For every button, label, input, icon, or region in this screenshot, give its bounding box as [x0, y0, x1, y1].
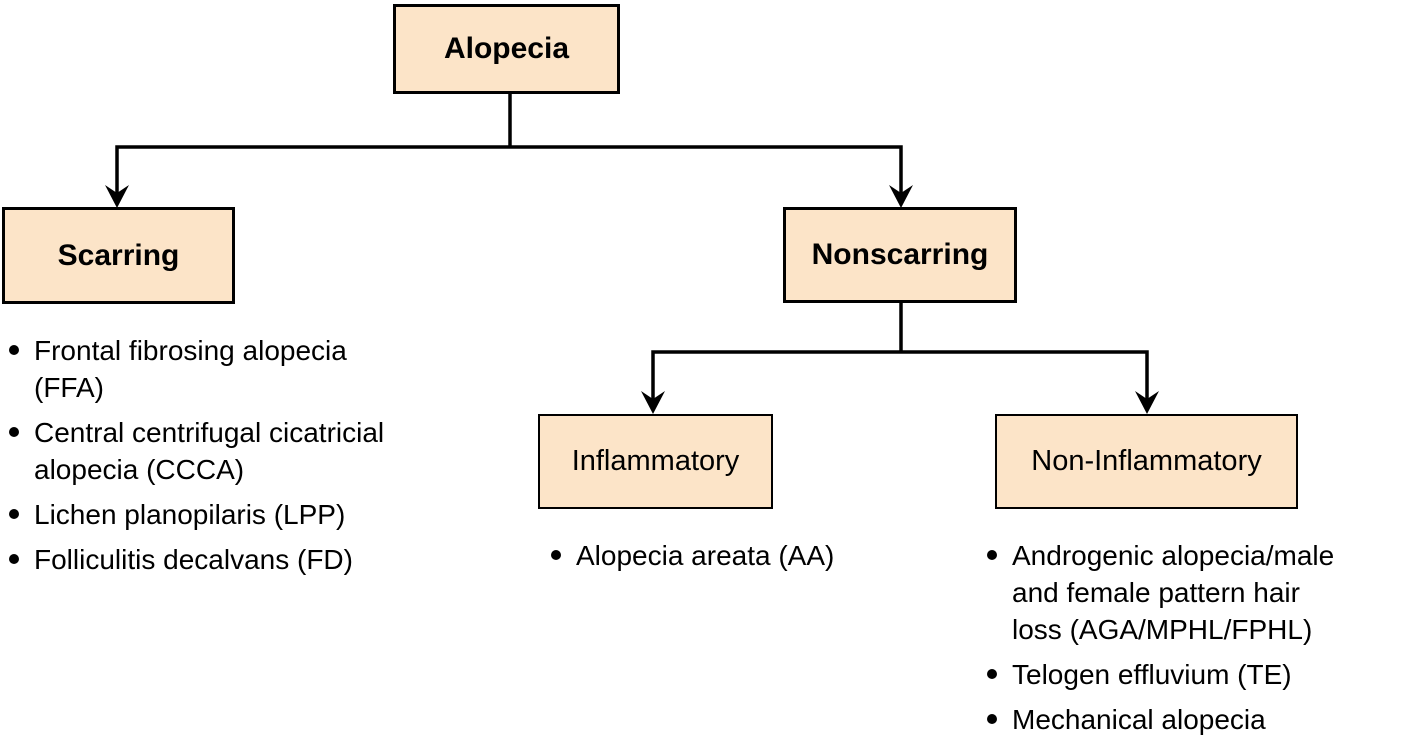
bullet-icon	[987, 669, 997, 679]
arrowhead-icon	[105, 185, 129, 208]
bullet-icon	[551, 550, 561, 560]
node-inflammatory: Inflammatory	[538, 414, 773, 509]
arrowhead-icon	[641, 391, 665, 414]
list-item: Folliculitis decalvans (FD)	[6, 541, 486, 578]
node-alopecia-label: Alopecia	[443, 32, 570, 65]
list-item-text: Alopecia areata (AA)	[576, 540, 835, 571]
list-item: Androgenic alopecia/male and female patt…	[984, 537, 1404, 648]
bullet-icon	[987, 550, 997, 560]
connector-line	[651, 350, 1149, 409]
node-non-inflammatory: Non-Inflammatory	[995, 414, 1298, 509]
node-scarring-label: Scarring	[57, 238, 180, 272]
bullet-icon	[9, 554, 19, 564]
list-item-text: Frontal fibrosing alopecia (FFA)	[34, 335, 347, 403]
node-inflammatory-label: Inflammatory	[571, 445, 740, 477]
list-item: Frontal fibrosing alopecia (FFA)	[6, 332, 486, 406]
list-item: Telogen effluvium (TE)	[984, 656, 1404, 693]
bullet-icon	[9, 427, 19, 437]
bullet-icon	[9, 509, 19, 519]
node-nonscarring: Nonscarring	[783, 207, 1017, 303]
list-item: Mechanical alopecia	[984, 701, 1404, 736]
node-alopecia: Alopecia	[393, 4, 620, 94]
connector-line	[115, 145, 903, 203]
bullet-icon	[987, 714, 997, 724]
list-item: Alopecia areata (AA)	[548, 537, 908, 574]
list-item-text: Central centrifugal cicatricial alopecia…	[34, 417, 385, 485]
list-item-text: Mechanical alopecia	[1012, 704, 1266, 735]
list-item: Central centrifugal cicatricial alopecia…	[6, 414, 486, 488]
node-nonscarring-label: Nonscarring	[811, 238, 989, 271]
list-item-text: Folliculitis decalvans (FD)	[34, 544, 353, 575]
node-non-inflammatory-label: Non-Inflammatory	[1031, 445, 1262, 477]
list-item-text: Androgenic alopecia/male and female patt…	[1012, 540, 1335, 645]
scarring-list: Frontal fibrosing alopecia (FFA) Central…	[6, 332, 486, 586]
list-item: Lichen planopilaris (LPP)	[6, 496, 486, 533]
arrowhead-icon	[1135, 391, 1159, 414]
arrowhead-icon	[889, 185, 913, 208]
list-item-text: Telogen effluvium (TE)	[1012, 659, 1292, 690]
list-item-text: Lichen planopilaris (LPP)	[34, 499, 346, 530]
inflammatory-list: Alopecia areata (AA)	[548, 537, 908, 582]
non-inflammatory-list: Androgenic alopecia/male and female patt…	[984, 537, 1404, 736]
bullet-icon	[9, 345, 19, 355]
node-scarring: Scarring	[2, 207, 235, 304]
